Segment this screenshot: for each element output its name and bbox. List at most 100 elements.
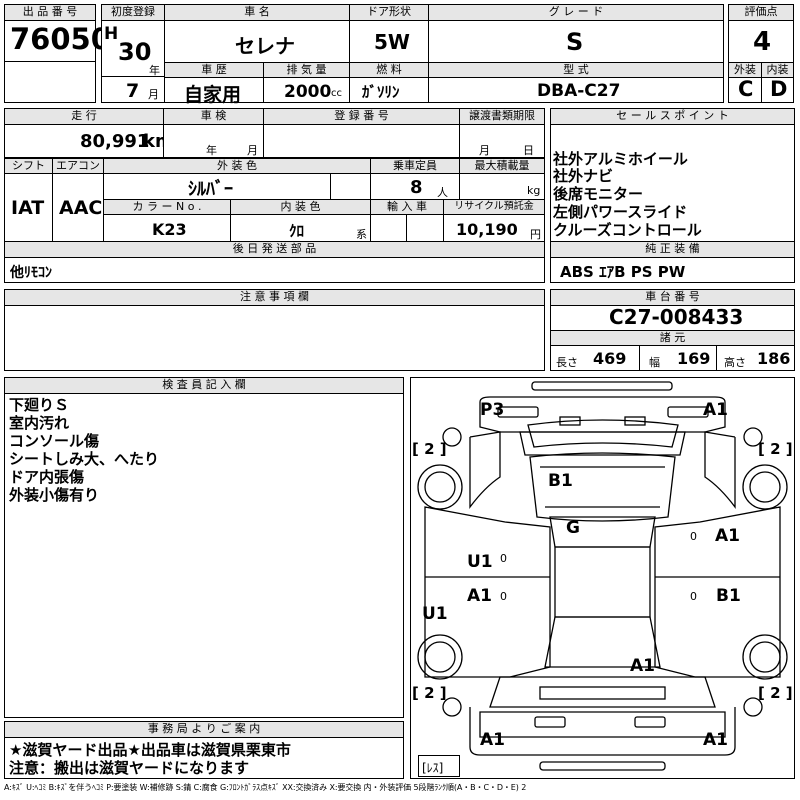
- year-unit: 年: [149, 64, 160, 77]
- load-label: 最大積載量: [459, 158, 545, 174]
- color-no-label: カ ラ ー N o .: [103, 199, 231, 215]
- zero-mark: 0: [500, 552, 507, 565]
- aircon-label: エアコン: [52, 158, 104, 174]
- chassis-label: 車 台 番 号: [550, 289, 795, 306]
- later-parts: 他ﾘﾓｺﾝ: [10, 265, 52, 281]
- int-color-unit: 系: [356, 228, 367, 241]
- res-label: [ﾚｽ]: [422, 761, 444, 775]
- lot-empty-cell: [4, 61, 96, 103]
- fuel-label: 燃 料: [349, 62, 429, 78]
- interior-cell: [761, 77, 794, 103]
- damage-mark: G: [566, 518, 580, 538]
- model-cell: [428, 77, 724, 103]
- height: 186: [757, 349, 791, 368]
- bracket-label: [ 2 ]: [758, 684, 793, 702]
- score: 4: [753, 27, 772, 57]
- import-label: 輸 入 車: [370, 199, 444, 215]
- inspection-month-unit: 月: [247, 144, 258, 157]
- equip-label: 純 正 装 備: [550, 241, 795, 258]
- bracket-label: [ 2 ]: [758, 440, 793, 458]
- transfer-month-unit: 月: [479, 144, 490, 157]
- inspector-line: コンソール傷: [9, 432, 100, 450]
- zero-mark: 0: [690, 530, 697, 543]
- width-label: 幅: [649, 356, 660, 369]
- inspector-line: 下廻りＳ: [9, 396, 70, 414]
- length: 469: [593, 349, 627, 368]
- chassis-number: C27-008433: [609, 305, 744, 329]
- transfer-day-unit: 日: [523, 144, 534, 157]
- sales-label: セ ー ル ス ポ イ ン ト: [550, 108, 795, 125]
- transfer-label: 譲渡書類期限: [459, 108, 545, 125]
- sales-point: 後席モニター: [553, 185, 644, 203]
- mileage-label: 走 行: [4, 108, 164, 125]
- sales-point: クルーズコントロール: [553, 221, 702, 239]
- fuel-cell: [349, 77, 429, 103]
- inspector-line: 外装小傷有り: [9, 486, 100, 504]
- notes-cell: [4, 305, 545, 371]
- legend: A:ｷｽﾞ U:ﾍｺﾐ B:ｷｽﾞを伴うﾍｺﾐ P:要塗装 W:補修跡 S:錆 …: [4, 783, 527, 792]
- capacity: 8: [410, 177, 423, 198]
- res-box: [418, 755, 460, 777]
- inspector-cell: [4, 393, 404, 718]
- grade-cell: [428, 20, 724, 63]
- recycle-unit: 円: [530, 228, 541, 241]
- office-line-1: ★滋賀ヤード出品★出品車は滋賀県栗東市: [9, 741, 291, 759]
- notes-label: 注 意 事 項 欄: [4, 289, 545, 306]
- color: ｼﾙﾊﾞｰ: [188, 179, 233, 200]
- damage-mark: P3: [480, 400, 505, 420]
- spec-label: 諸 元: [550, 330, 795, 346]
- displacement: 2000: [284, 82, 332, 102]
- later-parts-label: 後 日 発 送 部 品: [4, 241, 545, 258]
- era: H: [104, 24, 119, 44]
- length-label: 長さ: [556, 356, 578, 369]
- chassis-cell: [550, 305, 795, 331]
- lot-number-label: 出 品 番 号: [4, 4, 96, 21]
- color-no-cell: [103, 214, 231, 242]
- damage-mark: U1: [467, 552, 493, 572]
- transfer-cell: [459, 124, 545, 158]
- zero-mark: 0: [500, 590, 507, 603]
- int-color: ｸﾛ: [289, 222, 305, 240]
- aircon-cell: [52, 173, 104, 242]
- damage-mark: A1: [630, 656, 655, 676]
- color-label: 外 装 色: [103, 158, 371, 174]
- interior-label: 内装: [761, 62, 794, 78]
- recycle-deposit: 10,190: [456, 220, 518, 239]
- standard-equipment: ABS ｴｱB PS PW: [560, 263, 686, 281]
- model-label: 型 式: [428, 62, 724, 78]
- inspector-line: シートしみ大、へたり: [9, 450, 160, 468]
- reg-year: 30: [118, 38, 152, 66]
- damage-mark: A1: [703, 400, 728, 420]
- fuel: ｶﾞｿﾘﾝ: [362, 83, 400, 101]
- inspection-cell: [163, 124, 264, 158]
- damage-mark: A1: [467, 586, 492, 606]
- height-label: 高さ: [724, 356, 746, 369]
- damage-mark: A1: [715, 526, 740, 546]
- equip-cell: [550, 257, 795, 283]
- interior-grade: D: [770, 77, 788, 101]
- shift-label: シフト: [4, 158, 53, 174]
- later-parts-cell: [4, 257, 545, 283]
- exterior-label: 外装: [728, 62, 762, 78]
- inspector-line: 室内汚れ: [9, 414, 70, 432]
- sales-point: 左側パワースライド: [553, 203, 688, 221]
- exterior-grade: C: [738, 77, 754, 101]
- history: 自家用: [184, 84, 242, 106]
- car-name: セレナ: [235, 34, 295, 58]
- damage-mark: A1: [703, 730, 728, 750]
- damage-mark: B1: [548, 471, 573, 491]
- office-cell: [4, 737, 404, 779]
- color-cell: [103, 173, 371, 200]
- color-no: K23: [152, 220, 187, 239]
- capacity-label: 乗車定員: [370, 158, 460, 174]
- bracket-label: [ 2 ]: [412, 440, 447, 458]
- load-unit: kg: [527, 184, 541, 197]
- capacity-unit: 人: [437, 186, 448, 199]
- spec-cell: [550, 345, 795, 371]
- inspection-year-unit: 年: [206, 144, 217, 157]
- damage-mark: B1: [716, 586, 741, 606]
- car-outline-drawing: [417, 381, 788, 771]
- import-cell: [370, 214, 444, 242]
- displacement-unit: cc: [331, 88, 342, 99]
- history-cell: [164, 77, 264, 103]
